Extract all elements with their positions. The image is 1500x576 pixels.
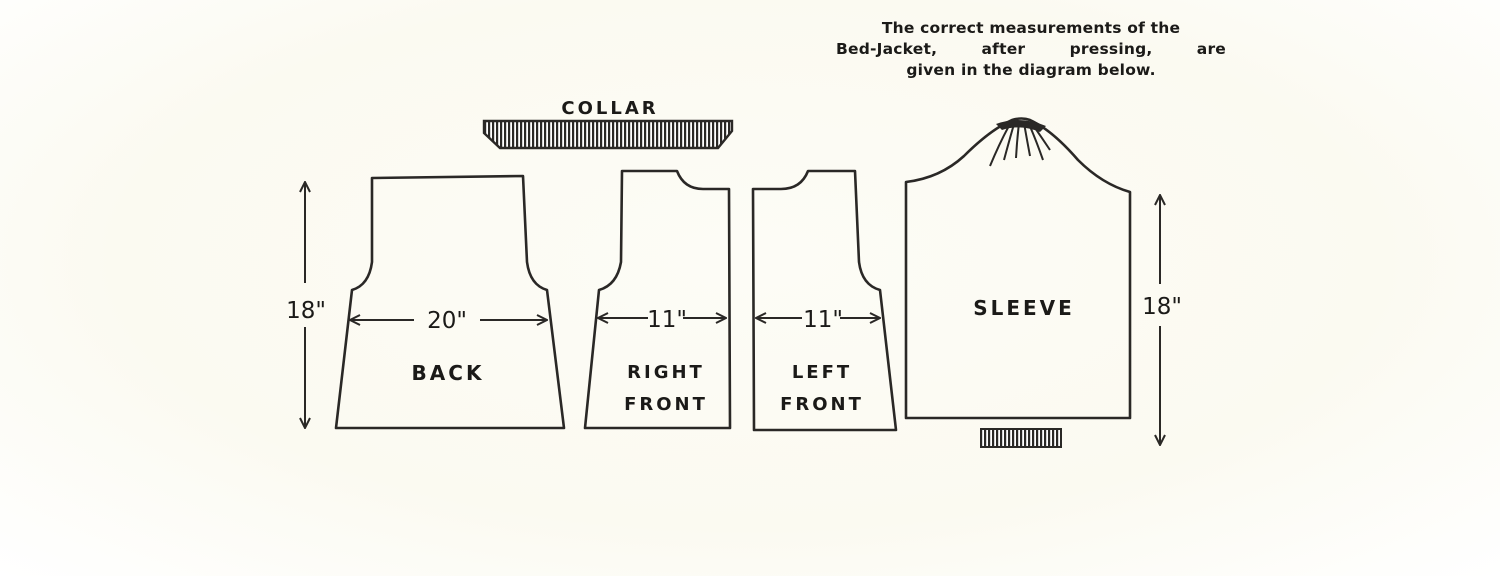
sleeve-label: SLEEVE [973, 296, 1075, 320]
collar-piece [482, 119, 734, 150]
right-front-width-measurement: 11" [647, 307, 687, 333]
back-height-measurement: 18" [286, 298, 326, 324]
left-front-label-line1: LEFT [792, 362, 852, 383]
sleeve-height-measurement: 18" [1142, 294, 1182, 320]
back-width-measurement: 20" [427, 308, 467, 334]
right-front-piece [583, 169, 732, 430]
right-front-label-line1: RIGHT [627, 362, 705, 383]
diagram-caption: The correct measurements of the Bed-Jack… [836, 18, 1226, 81]
collar-label: COLLAR [561, 98, 658, 119]
sleeve-piece [904, 117, 1132, 420]
left-front-width-measurement: 11" [803, 307, 843, 333]
sleeve-cuff-ribbing [980, 428, 1062, 448]
left-front-piece [751, 169, 898, 432]
caption-line-1: The correct measurements of the [881, 19, 1181, 37]
caption-line-2: Bed-Jacket, after pressing, are [836, 40, 1226, 58]
back-label: BACK [412, 361, 485, 385]
caption-line-3: given in the diagram below. [906, 61, 1156, 79]
right-front-label-line2: FRONT [624, 394, 708, 415]
sleeve-cap-gather [996, 119, 1046, 132]
left-front-label-line2: FRONT [780, 394, 864, 415]
back-piece [334, 174, 566, 430]
